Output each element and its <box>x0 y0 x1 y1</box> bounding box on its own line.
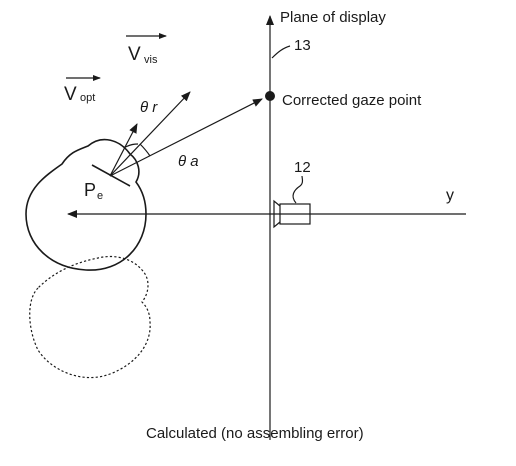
pe-label: P e <box>84 180 103 202</box>
svg-text:e: e <box>97 190 103 202</box>
svg-text:opt: opt <box>80 92 95 104</box>
svg-text:vis: vis <box>144 54 158 66</box>
gaze-line <box>109 98 263 177</box>
y-axis-label: y <box>446 187 454 204</box>
corrected-gaze-point <box>265 91 275 101</box>
v-opt-arrow <box>109 123 138 177</box>
corrected-gaze-label: Corrected gaze point <box>282 92 422 109</box>
v-vis-arrow <box>109 91 191 177</box>
v-vis-label: V vis <box>126 33 167 66</box>
svg-text:V: V <box>128 44 141 65</box>
camera-ref-leader <box>292 175 304 204</box>
theta-a-arc <box>139 143 151 157</box>
display-ref-number: 13 <box>294 37 311 54</box>
svg-text:V: V <box>64 84 77 105</box>
svg-text:P: P <box>84 180 96 200</box>
camera-icon <box>273 199 311 229</box>
eyeball-dashed-outline <box>29 255 151 379</box>
display-ref-leader <box>271 45 291 59</box>
v-opt-label: V opt <box>64 75 101 105</box>
theta-r-arc <box>123 143 139 149</box>
theta-a-label: θ a <box>178 153 199 170</box>
eyeball-outline <box>25 138 147 271</box>
display-plane-label: Plane of display <box>280 9 386 26</box>
camera-ref-number: 12 <box>294 159 311 176</box>
caption: Calculated (no assembling error) <box>146 425 364 442</box>
theta-r-label: θ r <box>140 99 158 116</box>
